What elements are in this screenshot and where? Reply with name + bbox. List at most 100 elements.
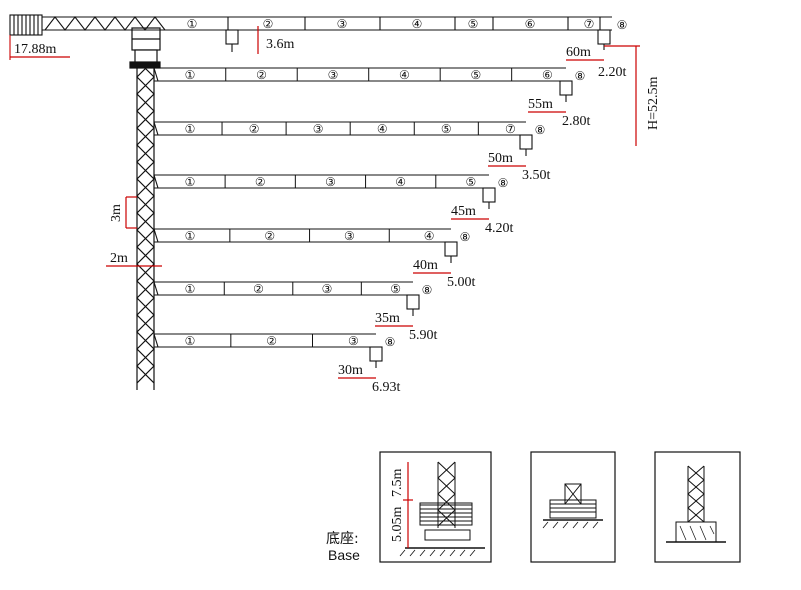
radius-label: 40m [413, 258, 438, 273]
jib-root [153, 281, 159, 296]
mast-section-dimension: 3m [109, 196, 137, 229]
hook-block [369, 346, 383, 362]
jib-tip-marker: ⑧ [422, 283, 433, 297]
jib-segment-label: ③ [348, 334, 359, 348]
jib-segment-label: ⑤ [471, 68, 482, 82]
jib-segment-label: ① [185, 68, 196, 82]
slewing-unit [129, 27, 161, 69]
jib-segment-label: ④ [424, 229, 435, 243]
base-height-2: 5.05m [390, 507, 405, 543]
jib-config-5: ① ② ③ ⑤ ⑧ 35m 5.90t [153, 281, 438, 343]
base-label-en: Base [328, 547, 360, 563]
top-jib-segment-label: ① [187, 17, 198, 31]
top-load-label: 2.20t [598, 65, 627, 80]
mast-width: 2m [110, 251, 128, 266]
mast-section-height: 3m [109, 204, 124, 222]
jib-segment-label: ⑤ [441, 122, 452, 136]
hook-block [519, 134, 533, 150]
radius-label: 50m [488, 151, 513, 166]
jib-segment-label: ④ [395, 175, 406, 189]
counter-jib [9, 14, 43, 60]
jib-segment-label: ① [185, 229, 196, 243]
jib-segment-label: ② [255, 175, 266, 189]
jib-segment-label: ④ [399, 68, 410, 82]
jib-segment-label: ③ [344, 229, 355, 243]
jib-tip-marker: ⑧ [385, 335, 396, 349]
mast-width-dimension: 2m [106, 251, 162, 267]
top-jib-segment-label: ② [263, 17, 274, 31]
load-label: 5.00t [447, 275, 476, 290]
jib-segment-label: ② [266, 334, 277, 348]
top-radius-label: 60m [566, 45, 591, 60]
load-label: 3.50t [522, 168, 551, 183]
load-label: 2.80t [562, 114, 591, 129]
jib-segment-label: ③ [328, 68, 339, 82]
top-jib-segment-label: ④ [412, 17, 423, 31]
load-label: 4.20t [485, 221, 514, 236]
base-height-1: 7.5m [390, 469, 405, 498]
jib-root [153, 174, 159, 189]
jib-config-3: ① ② ③ ④ ⑤ ⑧ 45m 4.20t [153, 174, 514, 236]
total-height-dimension: H=52.5m [604, 45, 661, 146]
end-hook-top [597, 29, 611, 50]
jib-root [153, 67, 159, 82]
top-jib-segment-label: ⑥ [525, 17, 536, 31]
top-jib-segment-label: ③ [337, 17, 348, 31]
jib-segment-label: ③ [325, 175, 336, 189]
load-label: 6.93t [372, 380, 401, 395]
counter-jib-dimension: 17.88m [10, 42, 70, 58]
base-label-cn: 底座: [326, 531, 359, 547]
top-jib-segment-labels: ① ② ③ ④ ⑤ ⑥ ⑦ ⑧ 60m 2.20t [187, 17, 628, 80]
jib-segment-label: ① [185, 175, 196, 189]
top-hook [225, 29, 239, 52]
hook-block [406, 294, 420, 310]
jib-tip-marker: ⑧ [575, 69, 586, 83]
hook-height-label: 3.6m [266, 37, 295, 52]
jib-segment-label: ② [249, 122, 260, 136]
base-panel-3 [654, 451, 741, 563]
radius-label: 45m [451, 204, 476, 219]
jib-config-4: ① ② ③ ④ ⑧ 40m 5.00t [153, 228, 476, 290]
jib-segment-label: ⑦ [505, 122, 516, 136]
counter-jib-length: 17.88m [14, 42, 57, 57]
jib-segment-label: ⑤ [390, 282, 401, 296]
radius-label: 55m [528, 97, 553, 112]
jib-segment-label: ② [253, 282, 264, 296]
base-panel-1: 7.5m 5.05m [379, 451, 492, 563]
jib-config-1: ① ② ③ ④ ⑤ ⑥ ⑧ 55m 2.80t [153, 67, 591, 129]
jib-segment-label: ④ [377, 122, 388, 136]
jib-config-6: ① ② ③ ⑧ 30m 6.93t [153, 333, 401, 395]
jib-segment-label: ① [185, 122, 196, 136]
jib-root [153, 333, 159, 348]
hook-block [444, 241, 458, 257]
top-jib-segment-label: ⑦ [584, 17, 595, 31]
load-label: 5.90t [409, 328, 438, 343]
total-height-label: H=52.5m [646, 76, 661, 130]
jib-segment-label: ① [185, 282, 196, 296]
radius-label: 35m [375, 311, 400, 326]
radius-label: 30m [338, 363, 363, 378]
jib-root [153, 228, 159, 243]
jib-segment-label: ② [256, 68, 267, 82]
top-jib [42, 16, 612, 31]
jib-segment-label: ⑥ [542, 68, 553, 82]
jib-segment-label: ⑤ [466, 175, 477, 189]
jib-segment-label: ③ [313, 122, 324, 136]
jib-tip-marker: ⑧ [498, 176, 509, 190]
hook-block [482, 187, 496, 203]
top-jib-tip-marker: ⑧ [617, 18, 628, 32]
jib-segment-label: ② [264, 229, 275, 243]
top-jib-segment-label: ⑤ [468, 17, 479, 31]
jib-root [153, 121, 159, 136]
jib-configurations: ① ② ③ ④ ⑤ ⑥ ⑧ 55m 2.80t ① ② ③ ④ ⑤ ⑦ ⑧ 50m 3.50t ① ② ③ ④ ⑤ ⑧ 45m 4… [153, 67, 591, 395]
hook-height-dimension: 3.6m [257, 26, 295, 54]
tower-mast [136, 59, 155, 390]
jib-segment-label: ③ [322, 282, 333, 296]
jib-tip-marker: ⑧ [460, 230, 471, 244]
jib-segment-label: ① [185, 334, 196, 348]
base-panel-2 [530, 451, 616, 563]
hook-block [559, 80, 573, 96]
